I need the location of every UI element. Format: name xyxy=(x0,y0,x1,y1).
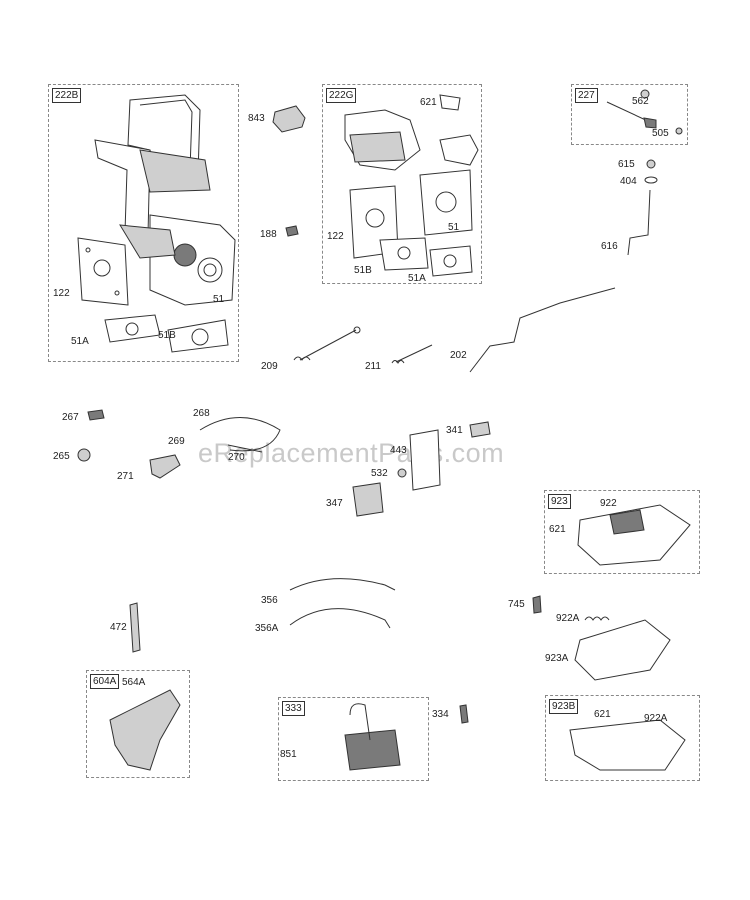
label-356A: 356A xyxy=(255,623,279,634)
label-268: 268 xyxy=(193,408,210,419)
label-265: 265 xyxy=(53,451,70,462)
label-505: 505 xyxy=(652,128,669,139)
label-122-mid: 122 xyxy=(327,231,344,242)
label-51A-left: 51A xyxy=(71,336,89,347)
label-51B-mid: 51B xyxy=(354,265,372,276)
label-404: 404 xyxy=(620,176,637,187)
part-843-art xyxy=(272,105,306,133)
label-922A-mid: 922A xyxy=(556,613,580,624)
label-334: 334 xyxy=(432,709,449,720)
label-745: 745 xyxy=(508,599,525,610)
label-443: 443 xyxy=(390,445,407,456)
label-851: 851 xyxy=(280,749,297,760)
label-51A-mid: 51A xyxy=(408,273,426,284)
label-616: 616 xyxy=(601,241,618,252)
part-347-art xyxy=(352,482,384,517)
label-341: 341 xyxy=(446,425,463,436)
part-341-art xyxy=(469,421,491,438)
group-tag-222b: 222B xyxy=(52,88,82,103)
label-356: 356 xyxy=(261,595,278,606)
label-271: 271 xyxy=(117,471,134,482)
part-745-art xyxy=(532,595,542,614)
wire-356a-art xyxy=(289,608,391,629)
armature-333-art xyxy=(344,703,401,771)
label-347: 347 xyxy=(326,498,343,509)
governor-923b-art xyxy=(569,719,686,771)
group-box-227: 227 xyxy=(571,84,688,145)
label-621-923b: 621 xyxy=(594,709,611,720)
label-922A-bottom: 922A xyxy=(644,713,668,724)
label-51B-left: 51B xyxy=(158,330,176,341)
bracket-222g-art xyxy=(344,94,479,277)
bracket-222b-art xyxy=(77,94,236,353)
label-209: 209 xyxy=(261,361,278,372)
watermark: eReplacementParts.com xyxy=(198,438,505,468)
part-188-art xyxy=(285,225,299,237)
cable-268-art xyxy=(199,417,281,453)
label-532: 532 xyxy=(371,468,388,479)
governor-923-art xyxy=(577,504,691,566)
part-443-art xyxy=(409,429,441,491)
part-923a-art xyxy=(574,619,671,681)
label-269: 269 xyxy=(168,436,185,447)
group-tag-923: 923 xyxy=(548,494,571,509)
label-562: 562 xyxy=(632,96,649,107)
label-472: 472 xyxy=(110,622,127,633)
part-211-art xyxy=(391,344,433,364)
part-472-art xyxy=(129,602,141,653)
label-188: 188 xyxy=(260,229,277,240)
group-box-222b: 222B xyxy=(48,84,239,362)
throttle-227-art xyxy=(606,89,683,184)
label-51-left: 51 xyxy=(213,294,225,305)
label-843: 843 xyxy=(248,113,265,124)
wire-356-art xyxy=(289,578,396,591)
label-267: 267 xyxy=(62,412,79,423)
label-564A: 564A xyxy=(122,677,146,688)
group-box-222g: 222G xyxy=(322,84,482,284)
shield-604a-art xyxy=(109,689,181,771)
group-box-604a: 604A xyxy=(86,670,190,778)
part-616-art xyxy=(627,189,651,256)
part-209-art xyxy=(293,326,361,361)
group-tag-604a: 604A xyxy=(90,674,120,689)
group-tag-923b: 923B xyxy=(549,699,579,714)
label-211: 211 xyxy=(365,361,381,372)
part-334-art xyxy=(459,704,469,724)
label-51-mid: 51 xyxy=(448,222,460,233)
part-922a-art xyxy=(584,616,610,621)
group-tag-227: 227 xyxy=(575,88,598,103)
label-202: 202 xyxy=(450,350,467,361)
part-265-art xyxy=(77,448,91,462)
group-tag-222g: 222G xyxy=(326,88,357,103)
part-202-art xyxy=(469,287,616,373)
label-922: 922 xyxy=(600,498,617,509)
group-box-333: 333 xyxy=(278,697,429,781)
label-615: 615 xyxy=(618,159,635,170)
part-267-art xyxy=(87,409,105,421)
label-270: 270 xyxy=(228,452,245,463)
group-box-923: 923 xyxy=(544,490,700,574)
label-621-top: 621 xyxy=(420,97,437,108)
group-tag-333: 333 xyxy=(282,701,305,716)
group-box-923b: 923B xyxy=(545,695,700,781)
label-621-923: 621 xyxy=(549,524,566,535)
label-122-left: 122 xyxy=(53,288,70,299)
part-271-art xyxy=(149,454,181,479)
label-923A: 923A xyxy=(545,653,569,664)
